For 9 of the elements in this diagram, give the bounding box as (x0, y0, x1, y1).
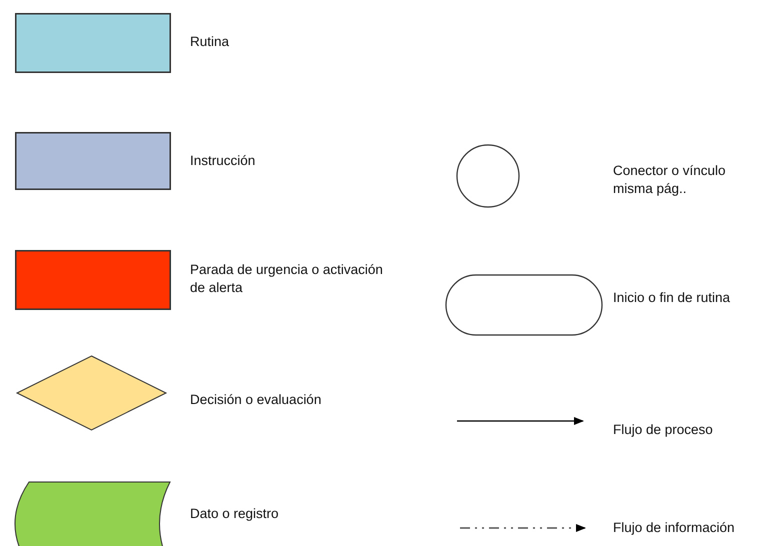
legend-label: Decisión o evaluación (190, 391, 322, 409)
legend-label: Conector o vínculo misma pág.. (613, 162, 727, 198)
legend-label: Rutina (190, 33, 230, 51)
legend-label: Dato o registro (190, 505, 280, 523)
legend-label: Parada de urgencia o activación de alerta (190, 261, 384, 297)
legend-label: Flujo de información (613, 519, 736, 537)
legend-label: Inicio o fin de rutina (613, 289, 732, 307)
legend-label: Flujo de proceso (613, 421, 714, 439)
legend-label: Instrucción (190, 152, 256, 170)
